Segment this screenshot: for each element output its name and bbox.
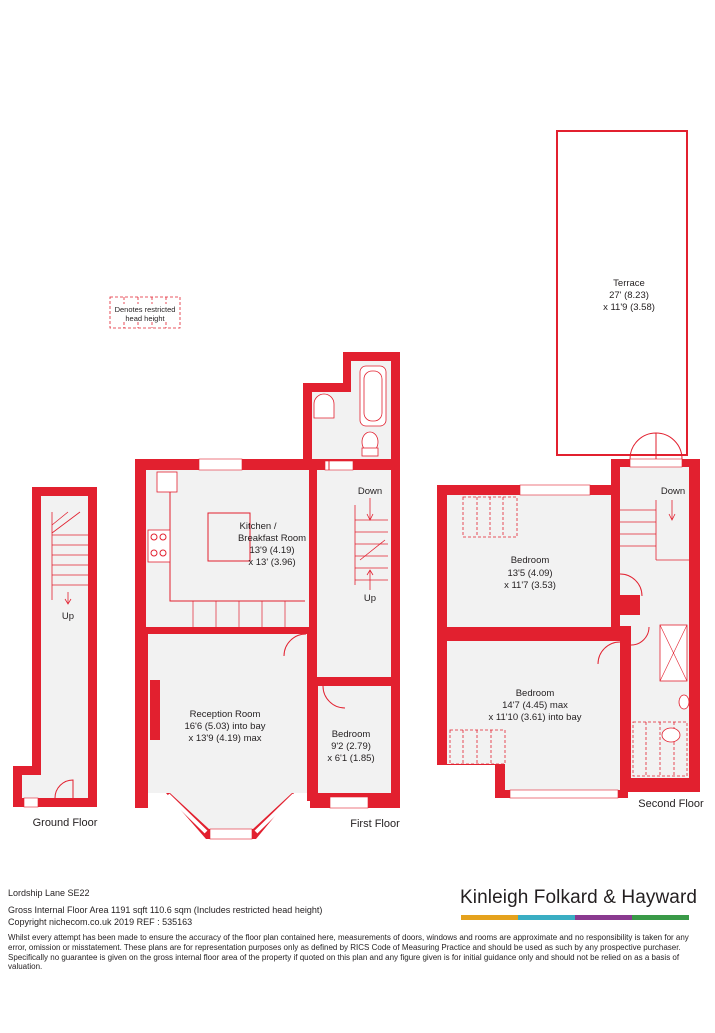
disclaimer: Whilst every attempt has been made to en… bbox=[8, 933, 689, 972]
legend-label-line2: head height bbox=[125, 314, 165, 323]
property-address: Lordship Lane SE22 bbox=[8, 888, 90, 898]
second-bedroom-b-label-3: x 11'10 (3.61) into bay bbox=[488, 712, 581, 723]
second-floor-label: Second Floor bbox=[638, 798, 704, 810]
second-stairs-down-label: Down bbox=[661, 486, 685, 497]
floor-plan: .wall { fill:#e2202f; } .flr { fill:#f2f… bbox=[13, 130, 704, 840]
brand-bar-segment bbox=[461, 915, 518, 920]
reception-label-1: Reception Room bbox=[190, 709, 261, 720]
first-stairs-down-label: Down bbox=[358, 486, 382, 497]
brand-bar-segment bbox=[518, 915, 575, 920]
brand-color-bar bbox=[461, 915, 689, 920]
second-bedroom-a-label-2: 13'5 (4.09) bbox=[507, 568, 552, 579]
reception-label-2: 16'6 (5.03) into bay bbox=[184, 721, 265, 732]
kitchen-label-2: Breakfast Room bbox=[238, 533, 306, 544]
kitchen-label-4: x 13' (3.96) bbox=[248, 557, 295, 568]
second-bedroom-b-label-1: Bedroom bbox=[516, 688, 555, 699]
brand-bar-segment bbox=[575, 915, 632, 920]
kitchen-label-1: Kitchen / bbox=[240, 521, 277, 532]
brand-bar-segment bbox=[632, 915, 689, 920]
first-bedroom-label-3: x 6'1 (1.85) bbox=[327, 753, 374, 764]
terrace-label-3: x 11'9 (3.58) bbox=[603, 302, 655, 313]
second-bedroom-a-label-3: x 11'7 (3.53) bbox=[504, 580, 556, 591]
first-bedroom-label-2: 9'2 (2.79) bbox=[331, 741, 371, 752]
first-floor-plan bbox=[135, 352, 400, 840]
second-bedroom-b-label-2: 14'7 (4.45) max bbox=[502, 700, 568, 711]
restricted-height-legend: Denotes restricted head height bbox=[109, 296, 181, 329]
legend-label-line1: Denotes restricted bbox=[115, 305, 176, 314]
copyright: Copyright nichecom.co.uk 2019 REF : 5351… bbox=[8, 917, 193, 927]
ground-stairs-up-label: Up bbox=[62, 611, 74, 622]
ground-floor-label: Ground Floor bbox=[33, 817, 98, 829]
second-floor-plan bbox=[437, 130, 700, 799]
terrace-label-1: Terrace bbox=[613, 278, 645, 289]
brand-logo-text: Kinleigh Folkard & Hayward bbox=[460, 887, 698, 908]
ground-floor-plan bbox=[13, 487, 97, 808]
floor-area: Gross Internal Floor Area 1191 sqft 110.… bbox=[8, 905, 323, 915]
first-floor-label: First Floor bbox=[350, 818, 400, 830]
second-bedroom-a-label-1: Bedroom bbox=[511, 555, 550, 566]
reception-label-3: x 13'9 (4.19) max bbox=[188, 733, 261, 744]
first-bedroom-label-1: Bedroom bbox=[332, 729, 371, 740]
first-stairs-up-label: Up bbox=[364, 593, 376, 604]
kitchen-label-3: 13'9 (4.19) bbox=[249, 545, 294, 556]
terrace-label-2: 27' (8.23) bbox=[609, 290, 649, 301]
